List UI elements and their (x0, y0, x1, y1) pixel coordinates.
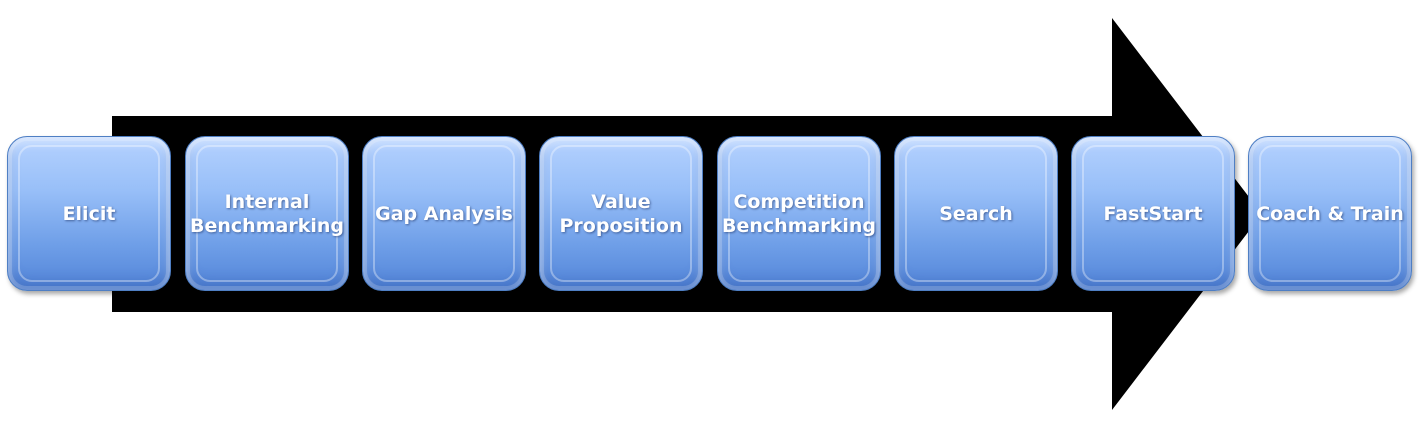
step-label: Elicit (62, 202, 116, 225)
step-label: Competition Benchmarking (722, 190, 876, 237)
step-gap-analysis[interactable]: Gap Analysis (362, 136, 526, 291)
step-faststart[interactable]: FastStart (1071, 136, 1235, 291)
step-competition-benchmarking[interactable]: Competition Benchmarking (717, 136, 881, 291)
step-label: FastStart (1103, 202, 1203, 225)
step-label: Coach & Train (1256, 202, 1404, 225)
step-search[interactable]: Search (894, 136, 1058, 291)
step-label: Internal Benchmarking (190, 190, 344, 237)
step-label: Value Proposition (559, 190, 683, 237)
step-label: Search (939, 202, 1013, 225)
step-value-proposition[interactable]: Value Proposition (539, 136, 703, 291)
step-elicit[interactable]: Elicit (7, 136, 171, 291)
step-label: Gap Analysis (375, 202, 513, 225)
step-internal-benchmarking[interactable]: Internal Benchmarking (185, 136, 349, 291)
step-coach-and-train[interactable]: Coach & Train (1248, 136, 1412, 291)
